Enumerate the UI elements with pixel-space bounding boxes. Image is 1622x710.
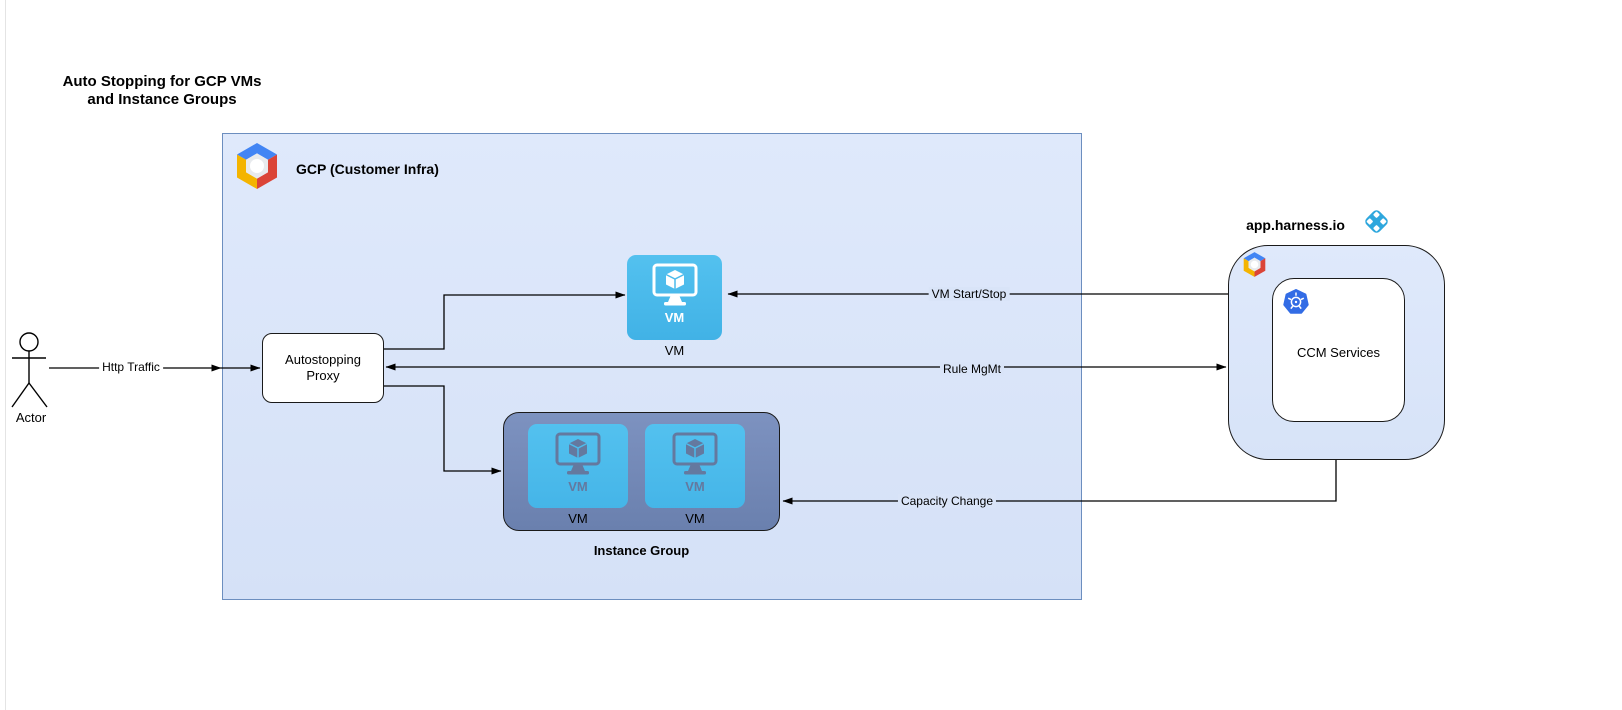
kubernetes-icon	[1283, 289, 1309, 314]
instance-group-vm-label: VM	[685, 511, 705, 526]
vm-monitor-icon	[652, 263, 697, 306]
page-title-line2: and Instance Groups	[87, 91, 237, 108]
page-title: Auto Stopping for GCP VMs and Instance G…	[40, 73, 284, 109]
edge-label-capacity-change: Capacity Change	[897, 494, 997, 508]
page-title-line1: Auto Stopping for GCP VMs	[62, 73, 262, 90]
vm-monitor-icon	[672, 432, 718, 475]
actor-icon	[11, 332, 48, 408]
harness-logo-icon	[1365, 210, 1388, 233]
gcp-box-label: GCP (Customer Infra)	[296, 161, 439, 177]
vm-monitor-icon	[555, 432, 601, 475]
autostopping-proxy-label-line2: Proxy	[306, 368, 340, 383]
ccm-services-label: CCM Services	[1296, 345, 1381, 360]
vm-icon-label: VM	[664, 310, 685, 325]
vm-icon-label: VM	[568, 479, 588, 494]
vm-icon-label: VM	[685, 479, 705, 494]
edge-label-vm-start-stop: VM Start/Stop	[928, 287, 1010, 301]
page-edge-line	[5, 0, 6, 710]
gcp-logo-icon	[1243, 252, 1266, 277]
instance-group-label: Instance Group	[593, 543, 690, 558]
instance-group-vm-label: VM	[568, 511, 588, 526]
instance-group-vm-node: VM	[528, 424, 628, 508]
edge-label-rule-mgmt: Rule MgMt	[939, 362, 1005, 376]
gcp-logo-icon	[237, 143, 277, 189]
edge-label-http-traffic: Http Traffic	[99, 360, 163, 374]
actor-label: Actor	[15, 410, 47, 425]
autostopping-proxy-label-line1: Autostopping	[285, 352, 361, 367]
vm-node: VM	[627, 255, 722, 340]
instance-group-vm-node: VM	[645, 424, 745, 508]
harness-title: app.harness.io	[1246, 217, 1345, 233]
autostopping-proxy-node: Autostopping Proxy	[262, 333, 384, 403]
vm-node-label: VM	[664, 343, 685, 358]
